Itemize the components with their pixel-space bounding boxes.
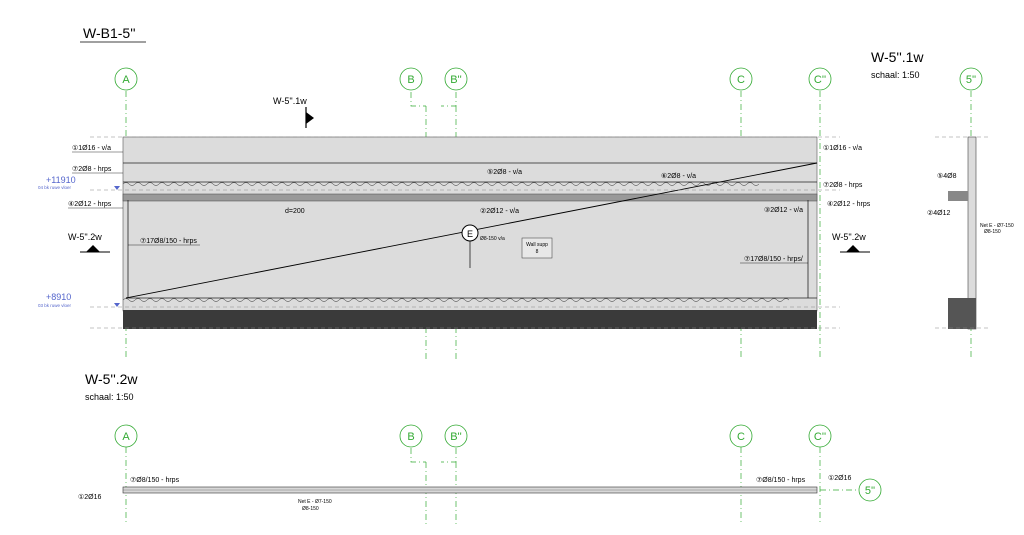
svg-text:C: C xyxy=(737,431,745,443)
grid-bubble-c: C xyxy=(729,67,753,91)
wall-elevation xyxy=(122,136,818,329)
plan-grid-bubble-5: 5'' xyxy=(858,478,882,502)
svg-text:Ø8-150 v/a: Ø8-150 v/a xyxy=(480,236,505,242)
svg-text:①2Ø16: ①2Ø16 xyxy=(78,493,102,501)
grid-label-b2: B'' xyxy=(450,74,462,86)
section-marker-top: W-5''.1w xyxy=(273,96,314,128)
svg-text:5'': 5'' xyxy=(865,485,875,497)
grid-bubble-c2: C'' xyxy=(808,67,832,91)
svg-text:②4Ø12: ②4Ø12 xyxy=(927,209,951,217)
plan-wall: ⑦Ø8/150 - hrps ①2Ø16 ⑦Ø8/150 - hrps ①2Ø1… xyxy=(78,474,852,512)
section-marker-right: W-5''.2w xyxy=(832,232,870,253)
level-top-note: 04 bk ruwe vloer xyxy=(38,185,72,190)
section-marker-left: W-5''.2w xyxy=(68,232,110,253)
side-section: ⑤4Ø8 ②4Ø12 Net E - Ø7-150 Ø8-150 xyxy=(927,136,1014,330)
svg-text:Net E - Ø7-150: Net E - Ø7-150 xyxy=(980,223,1014,229)
svg-text:A: A xyxy=(122,431,130,443)
svg-text:⑤4Ø8: ⑤4Ø8 xyxy=(937,172,957,180)
svg-text:⑦Ø8/150 - hrps: ⑦Ø8/150 - hrps xyxy=(130,476,180,484)
svg-text:⑦2Ø8 - hrps: ⑦2Ø8 - hrps xyxy=(72,165,112,173)
detail-marker-e: E xyxy=(461,224,479,268)
svg-text:④2Ø12 - hrps: ④2Ø12 - hrps xyxy=(68,200,112,208)
level-bottom-value: +8910 xyxy=(46,292,71,302)
svg-text:d=200: d=200 xyxy=(285,208,305,215)
svg-text:⑦Ø8/150 - hrps: ⑦Ø8/150 - hrps xyxy=(756,476,806,484)
svg-text:⑦17Ø8/150 - hrps: ⑦17Ø8/150 - hrps xyxy=(140,237,197,245)
svg-text:⑥2Ø8 - v/a: ⑥2Ø8 - v/a xyxy=(661,172,696,180)
svg-text:Wall supp: Wall supp xyxy=(526,242,548,248)
svg-text:B: B xyxy=(407,431,414,443)
grid-label-c2: C'' xyxy=(814,74,826,86)
svg-text:①1Ø16 - v/a: ①1Ø16 - v/a xyxy=(72,144,111,152)
svg-text:①1Ø16 - v/a: ①1Ø16 - v/a xyxy=(823,144,862,152)
mid-rebar-labels: ⑤2Ø8 - v/a ⑥2Ø8 - v/a ②2Ø12 - v/a ③2Ø12 … xyxy=(285,168,803,242)
wall-support-box: Wall supp 8 xyxy=(521,237,553,259)
grid-bubble-b: B xyxy=(399,67,423,91)
grid-label-5: 5'' xyxy=(966,74,976,86)
svg-text:W-5''.2w: W-5''.2w xyxy=(68,232,102,242)
svg-text:Ø8-150: Ø8-150 xyxy=(302,506,319,512)
plan-grid-bubble-b2: B'' xyxy=(444,424,468,448)
grid-bubble-5: 5'' xyxy=(959,67,983,91)
svg-text:⑦17Ø8/150 - hrps/: ⑦17Ø8/150 - hrps/ xyxy=(744,255,803,263)
view1-scale: schaal: 1:50 xyxy=(871,70,920,80)
level-bottom: +8910 03 bk ruwe vloer xyxy=(38,292,840,308)
grid-bubble-b2: B'' xyxy=(444,67,468,91)
grid-bubble-a: A xyxy=(114,67,138,91)
sheet-title: W-B1-5'' xyxy=(83,25,136,41)
plan-grid-bubble-c2: C'' xyxy=(808,424,832,448)
view2-title: W-5''.2w xyxy=(85,371,138,387)
grid-label-a: A xyxy=(122,74,130,86)
svg-text:Net E - Ø7-150: Net E - Ø7-150 xyxy=(298,499,332,505)
svg-text:④2Ø12 - hrps: ④2Ø12 - hrps xyxy=(827,200,871,208)
grid-lines-plan xyxy=(125,447,858,525)
svg-text:8: 8 xyxy=(536,249,539,255)
grid-label-b: B xyxy=(407,74,414,86)
svg-text:③2Ø12 - v/a: ③2Ø12 - v/a xyxy=(764,206,803,214)
svg-text:②2Ø12 - v/a: ②2Ø12 - v/a xyxy=(480,207,519,215)
plan-grid-bubble-b: B xyxy=(399,424,423,448)
plan-grid-bubble-c: C xyxy=(729,424,753,448)
view2-scale: schaal: 1:50 xyxy=(85,392,134,402)
level-top-value: +11910 xyxy=(46,175,76,185)
svg-text:Ø8-150: Ø8-150 xyxy=(984,229,1001,235)
left-rebar-labels: ①1Ø16 - v/a ⑦2Ø8 - hrps ④2Ø12 - hrps ⑦17… xyxy=(68,144,200,246)
right-rebar-labels: ①1Ø16 - v/a ⑦2Ø8 - hrps ④2Ø12 - hrps ⑦17… xyxy=(740,144,871,264)
plan-grid-bubble-a: A xyxy=(114,424,138,448)
level-bottom-note: 03 bk ruwe vloer xyxy=(38,303,72,308)
svg-text:E: E xyxy=(467,229,473,239)
svg-text:⑦2Ø8 - hrps: ⑦2Ø8 - hrps xyxy=(823,181,863,189)
svg-text:W-5''.1w: W-5''.1w xyxy=(273,96,307,106)
svg-text:C'': C'' xyxy=(814,431,826,443)
level-top: +11910 04 bk ruwe vloer xyxy=(38,175,840,191)
grid-label-c: C xyxy=(737,74,745,86)
svg-text:⑤2Ø8 - v/a: ⑤2Ø8 - v/a xyxy=(487,168,522,176)
svg-text:B'': B'' xyxy=(450,431,462,443)
view1-title: W-5''.1w xyxy=(871,49,924,65)
svg-text:①2Ø16: ①2Ø16 xyxy=(828,474,852,482)
svg-text:W-5''.2w: W-5''.2w xyxy=(832,232,866,242)
